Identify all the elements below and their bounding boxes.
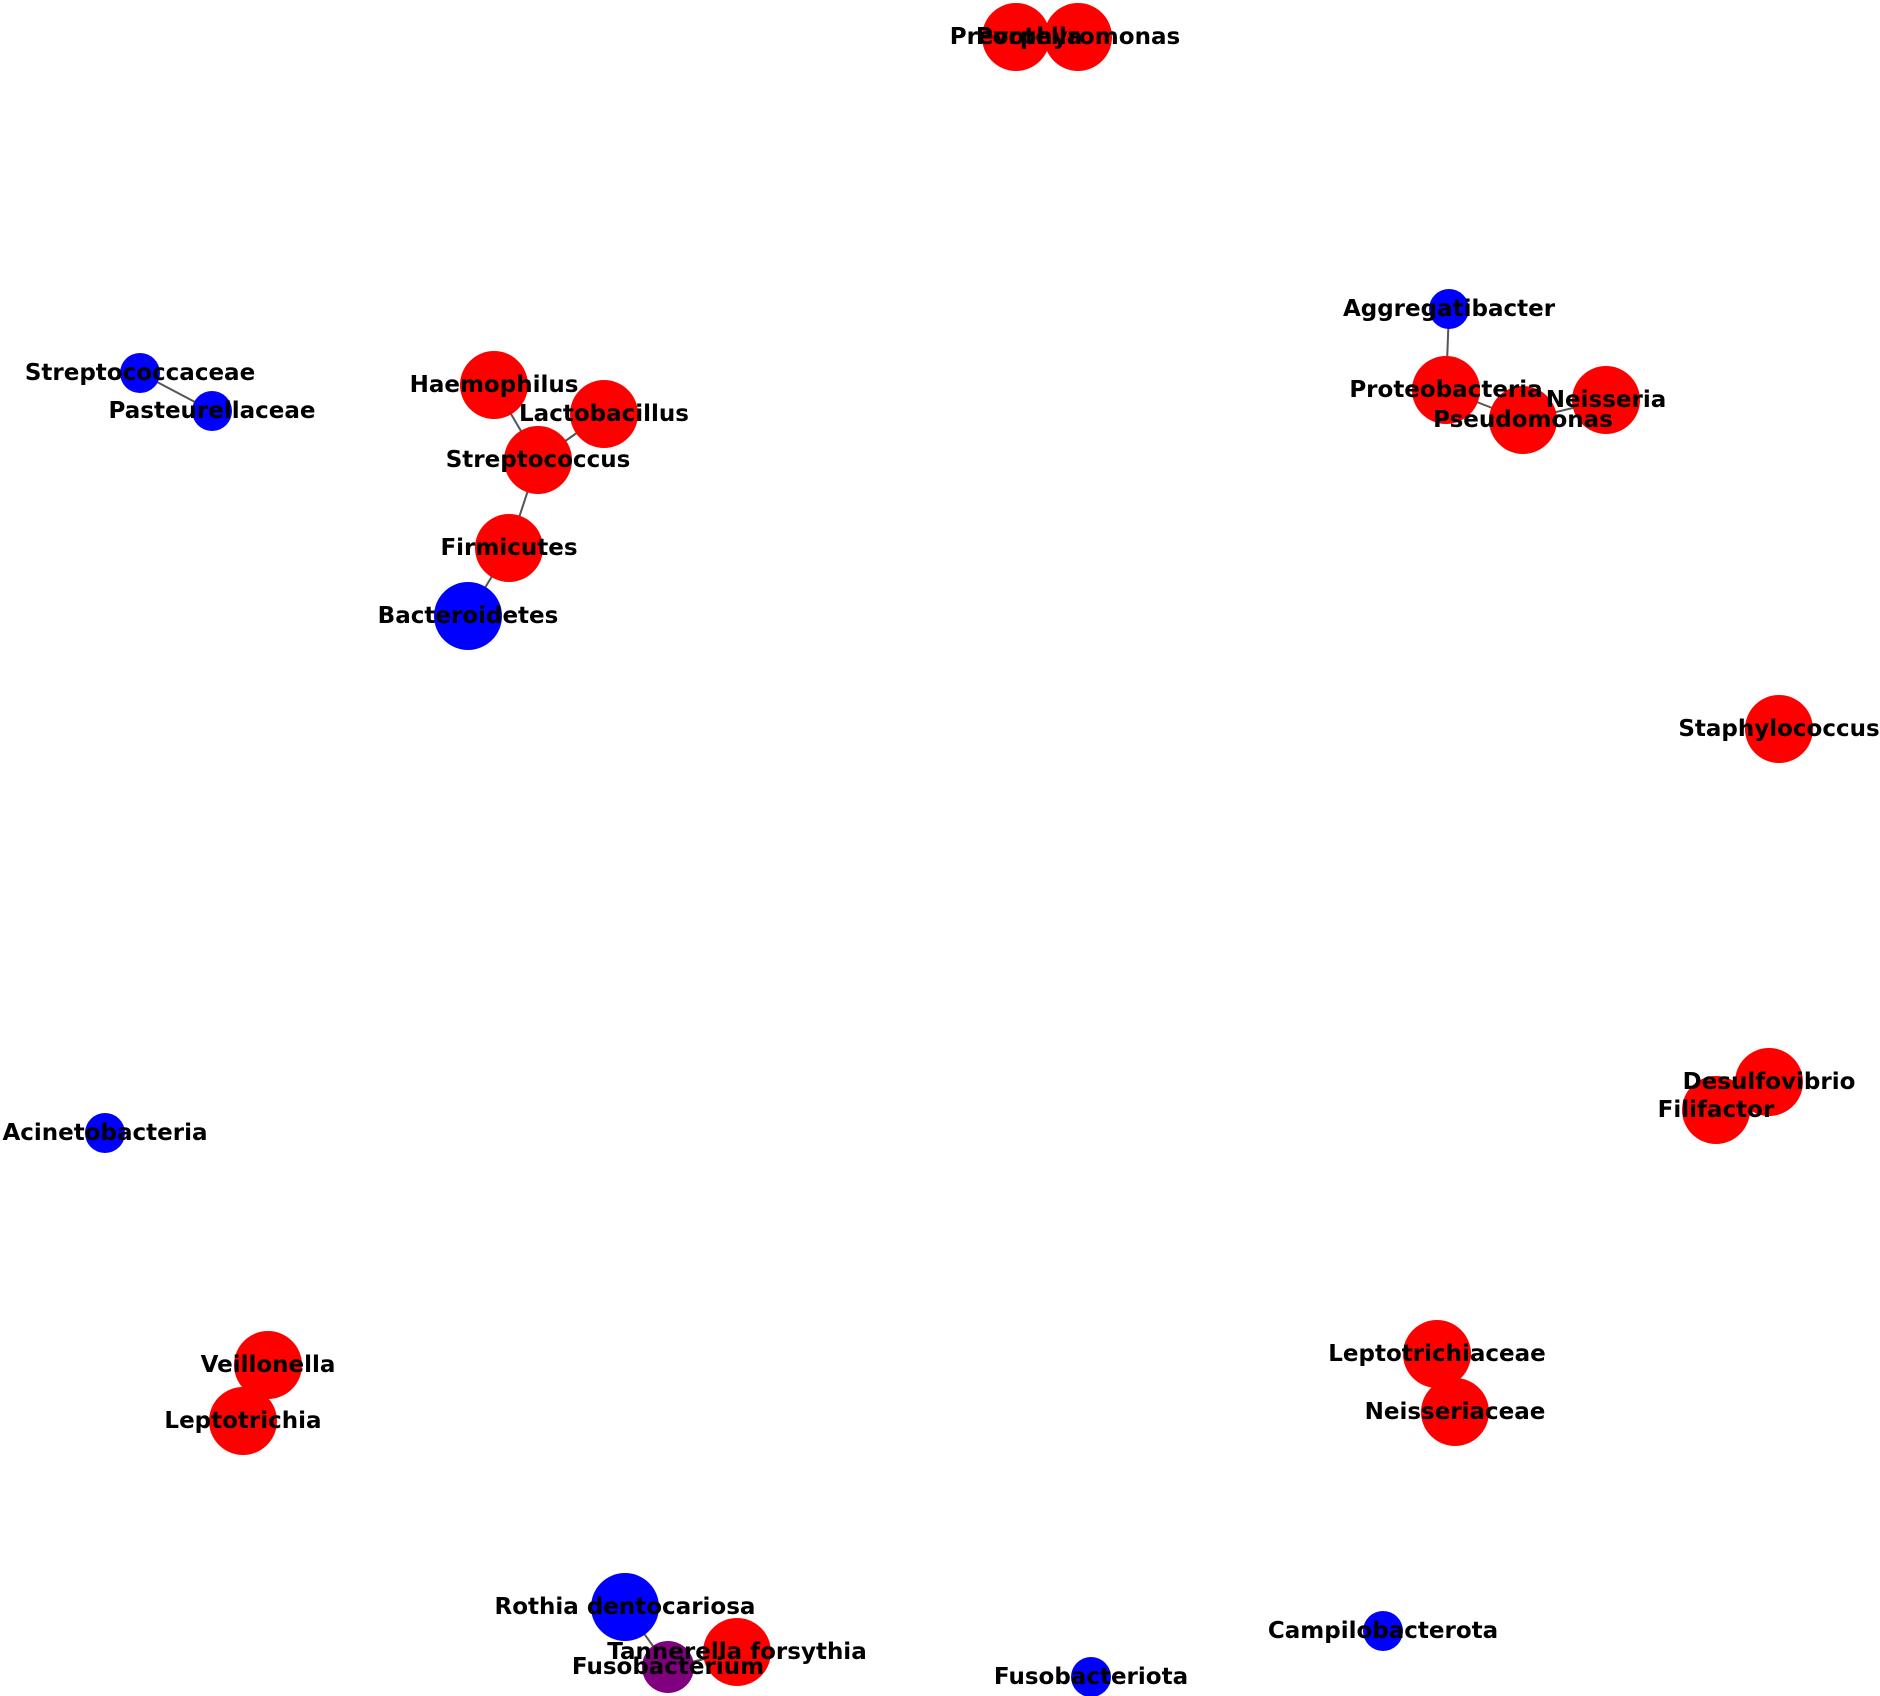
node-label-tannerella-forsythia: Tannerella forsythia <box>607 1639 866 1665</box>
node-leptotrichiaceae <box>1403 1320 1471 1388</box>
node-leptotrichia <box>209 1387 277 1455</box>
node-label-firmicutes: Firmicutes <box>440 535 577 561</box>
node-label-desulfovibrio: Desulfovibrio <box>1683 1069 1856 1095</box>
node-label-prevotella: Prevotella <box>950 24 1082 50</box>
node-filifactor <box>1682 1076 1750 1144</box>
node-pasteurellaceae <box>192 391 232 431</box>
node-label-veillonella: Veillonella <box>201 1352 336 1378</box>
node-label-pseudomonas: Pseudomonas <box>1433 407 1613 433</box>
node-label-campilobacterota: Campilobacterota <box>1268 1618 1498 1644</box>
node-haemophilus <box>460 351 528 419</box>
node-label-leptotrichiaceae: Leptotrichiaceae <box>1328 1341 1546 1367</box>
node-label-fusobacteriota: Fusobacteriota <box>994 1664 1188 1690</box>
node-label-lactobacillus: Lactobacillus <box>519 401 689 427</box>
node-rothia-dentocariosa <box>591 1573 659 1641</box>
node-campilobacterota <box>1363 1611 1403 1651</box>
node-desulfovibrio <box>1735 1048 1803 1116</box>
node-firmicutes <box>475 514 543 582</box>
node-label-porphyromonas: Porphyromonas <box>976 24 1180 50</box>
node-label-pasteurellaceae: Pasteurellaceae <box>109 398 316 424</box>
node-tannerella-forsythia <box>703 1618 771 1686</box>
labels-layer: PrevotellaPorphyromonasAggregatibacterPr… <box>2 24 1879 1690</box>
node-streptococcaceae <box>120 353 160 393</box>
node-veillonella <box>234 1331 302 1399</box>
node-porphyromonas <box>1044 3 1112 71</box>
node-label-acinetobacteria: Acinetobacteria <box>2 1120 207 1146</box>
node-prevotella <box>982 3 1050 71</box>
node-label-staphylococcus: Staphylococcus <box>1678 716 1879 742</box>
node-label-streptococcus: Streptococcus <box>446 447 631 473</box>
nodes-layer <box>85 3 1813 1696</box>
node-label-streptococcaceae: Streptococcaceae <box>25 360 255 386</box>
node-lactobacillus <box>570 380 638 448</box>
node-label-neisseriaceae: Neisseriaceae <box>1365 1399 1546 1425</box>
node-label-bacteroidetes: Bacteroidetes <box>378 603 559 629</box>
node-label-proteobacteria: Proteobacteria <box>1349 377 1542 403</box>
node-label-aggregatibacter: Aggregatibacter <box>1343 296 1556 322</box>
node-bacteroidetes <box>434 582 502 650</box>
node-label-neisseria: Neisseria <box>1546 387 1666 413</box>
node-label-fusobacterium: Fusobacterium <box>572 1654 764 1680</box>
node-aggregatibacter <box>1429 289 1469 329</box>
node-label-rothia-dentocariosa: Rothia dentocariosa <box>495 1594 756 1620</box>
node-label-filifactor: Filifactor <box>1658 1097 1775 1123</box>
node-proteobacteria <box>1412 356 1480 424</box>
node-acinetobacteria <box>85 1113 125 1153</box>
node-fusobacteriota <box>1071 1657 1111 1696</box>
node-pseudomonas <box>1489 386 1557 454</box>
node-neisseriaceae <box>1421 1378 1489 1446</box>
node-fusobacterium <box>642 1641 694 1693</box>
node-label-haemophilus: Haemophilus <box>410 372 579 398</box>
node-streptococcus <box>504 426 572 494</box>
node-neisseria <box>1572 366 1640 434</box>
node-label-leptotrichia: Leptotrichia <box>164 1408 321 1434</box>
node-staphylococcus <box>1745 695 1813 763</box>
